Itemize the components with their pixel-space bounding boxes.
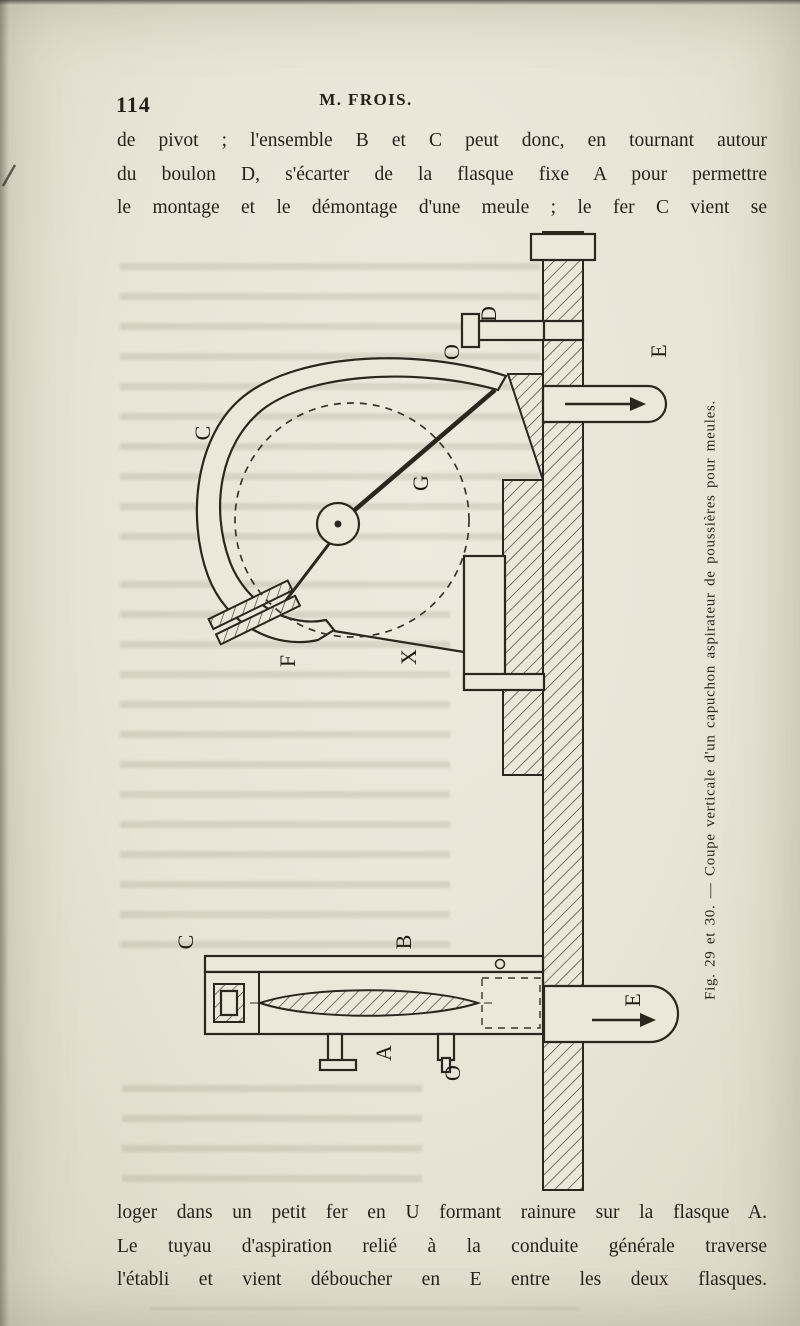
figure-label-b: B (391, 935, 416, 950)
figure-label-c-lower: C (173, 935, 198, 950)
text-line: de pivot ; l'ensemble B et C peut donc, … (117, 130, 767, 151)
u-iron-bars (207, 579, 302, 646)
suction-duct (462, 554, 507, 690)
rail-pin (494, 958, 506, 970)
figure-label-d: D (476, 306, 501, 322)
paragraph-bottom: loger dans un petit fer en U formant rai… (117, 1196, 767, 1297)
paragraph-top: de pivot ; l'ensemble B et C peut donc, … (117, 124, 767, 225)
figure-label-o-lower: O (440, 1065, 465, 1081)
suction-pipe-lower (542, 984, 680, 1044)
hood-arm (348, 388, 497, 516)
bracket-hatched (506, 373, 544, 481)
text-line: loger dans un petit fer en U formant rai… (117, 1202, 767, 1223)
scan-top-edge (0, 0, 800, 5)
stray-mark (1, 164, 17, 187)
hood-mouth-line (333, 629, 465, 654)
suction-duct-elbow (462, 672, 546, 692)
wall-extension-hatched (502, 479, 544, 776)
bolt-d-rod (476, 319, 546, 342)
running-header: M. FROIS. (319, 90, 413, 109)
pivot-bolt-plate (318, 1058, 358, 1072)
grinding-wheel-dashed (234, 402, 470, 638)
figure-label-e-lower: E (620, 993, 645, 1006)
bolt-o-shank (436, 1032, 456, 1062)
figure-label-o-upper: O (439, 344, 464, 360)
page-number: 114 (116, 92, 151, 117)
wall-top-flange (529, 232, 597, 262)
bench-wall-hatched (542, 231, 584, 1191)
figure-label-x: X (396, 649, 421, 665)
text-line: l'établi et vient déboucher en E entre l… (117, 1269, 767, 1290)
text-line: du boulon D, s'écarter de la flasque fix… (117, 163, 767, 185)
flow-arrowhead-lower (640, 1013, 656, 1027)
bolt-o-tip (440, 1056, 452, 1074)
wheel-edge-view (256, 989, 482, 1017)
text-line: Le tuyau d'aspiration relié à la conduit… (117, 1235, 767, 1257)
figure-label-f: F (275, 655, 300, 667)
guard-rail (203, 954, 545, 974)
scan-left-edge (0, 0, 9, 1326)
u-groove-slot (219, 989, 239, 1017)
flow-arrowhead-upper (630, 397, 646, 411)
dust-hood (195, 357, 508, 644)
bolt-hole (541, 319, 585, 342)
axle-center (334, 520, 342, 528)
figure-label-g: G (408, 475, 433, 491)
hidden-outline-dashed (481, 977, 541, 1029)
text-line: le montage et le démontage d'une meule ;… (117, 197, 767, 218)
figure-label-e-upper: E (646, 344, 671, 357)
figure-caption: Fig. 29 et 30. — Coupe verticale d'un ca… (702, 400, 719, 1000)
figure-label-c-upper: C (190, 426, 215, 441)
figure-label-a: A (371, 1045, 396, 1061)
bolt-d-head (460, 312, 481, 349)
